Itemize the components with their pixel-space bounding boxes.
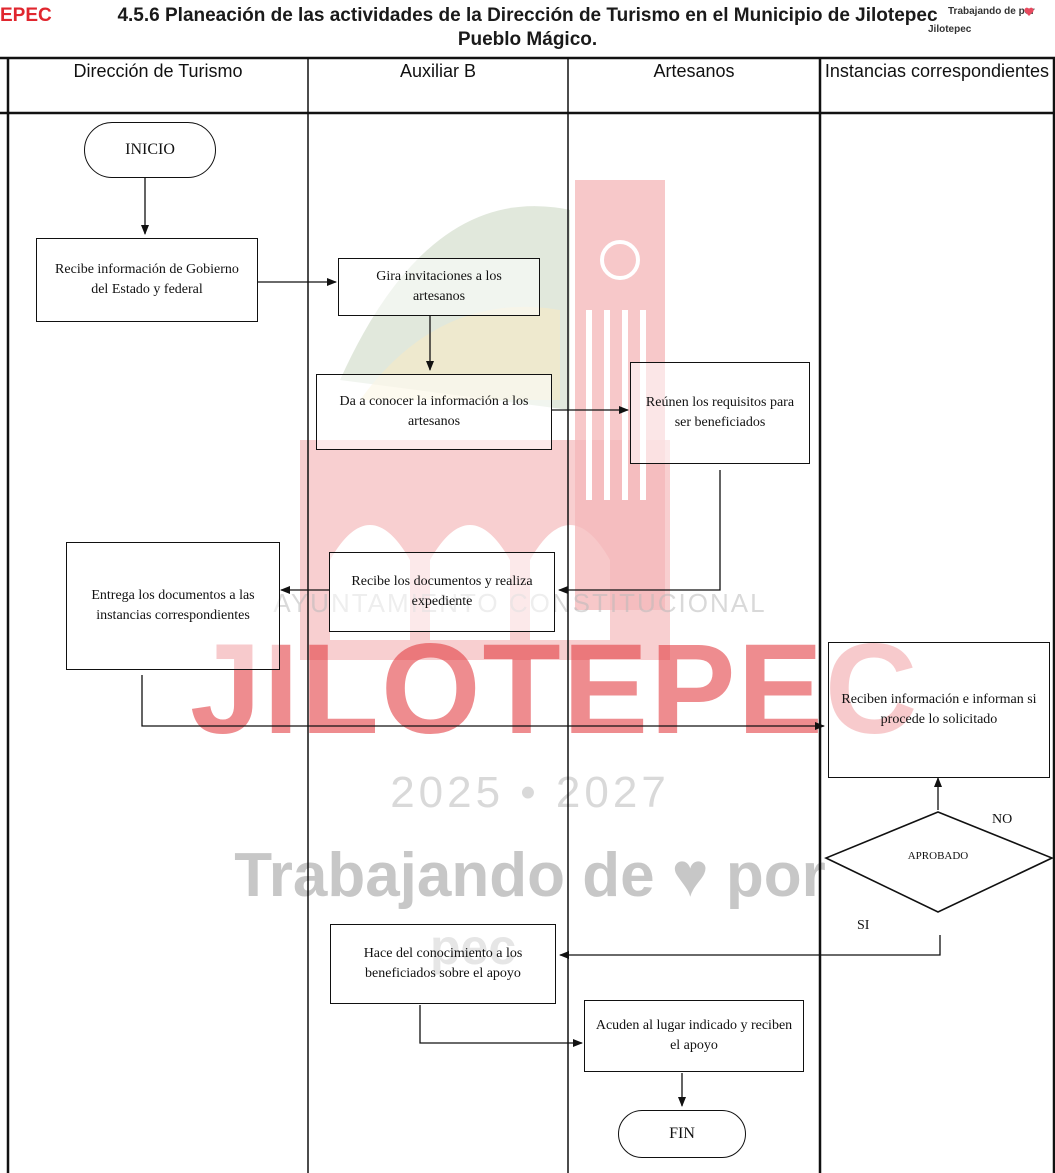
- lane-header-auxiliar-b: Auxiliar B: [399, 61, 477, 81]
- watermark-municipality: JILOTEPEC: [190, 618, 920, 761]
- node-entrega-documentos: Entrega los documentos a las instancias …: [66, 542, 280, 670]
- node-da-a-conocer: Da a conocer la información a los artesa…: [316, 374, 552, 450]
- watermark-years: 2025 • 2027: [390, 768, 670, 817]
- node-acuden-lugar: Acuden al lugar indicado y reciben el ap…: [584, 1000, 804, 1072]
- title-line-2: Pueblo Mágico.: [457, 29, 598, 50]
- decision-diamond: [824, 811, 1054, 913]
- node-hace-conocimiento: Hace del conocimiento a los beneficiados…: [330, 924, 556, 1004]
- edge-label-no: NO: [992, 812, 1013, 827]
- heart-icon: [1024, 7, 1034, 16]
- lane-header-artesanos: Artesanos: [653, 61, 735, 81]
- node-recibe-documentos: Recibe los documentos y realiza expedien…: [329, 552, 555, 632]
- watermark-slogan: Trabajando de ♥ por: [234, 841, 826, 910]
- decision-label: APROBADO: [907, 850, 969, 862]
- edge-label-si: SI: [857, 918, 870, 933]
- node-gira-invitaciones: Gira invitaciones a los artesanos: [338, 258, 540, 316]
- node-reunen-requisitos: Reúnen los requisitos para ser beneficia…: [630, 362, 810, 464]
- lane-header-instancias: Instancias correspondientes: [824, 61, 1050, 81]
- slogan-tag: Trabajando de por: [948, 6, 1035, 17]
- start-terminator: INICIO: [84, 122, 216, 178]
- slogan-tag-2: Jilotepec: [928, 24, 972, 35]
- end-terminator: FIN: [618, 1110, 746, 1158]
- node-reciben-informacion: Reciben información e informan si proced…: [828, 642, 1050, 778]
- title-line-1: 4.5.6 Planeación de las actividades de l…: [117, 5, 938, 26]
- node-recibe-informacion: Recibe información de Gobierno del Estad…: [36, 238, 258, 322]
- brand-fragment: EPEC: [0, 5, 52, 26]
- lane-header-direccion-turismo: Dirección de Turismo: [73, 61, 243, 81]
